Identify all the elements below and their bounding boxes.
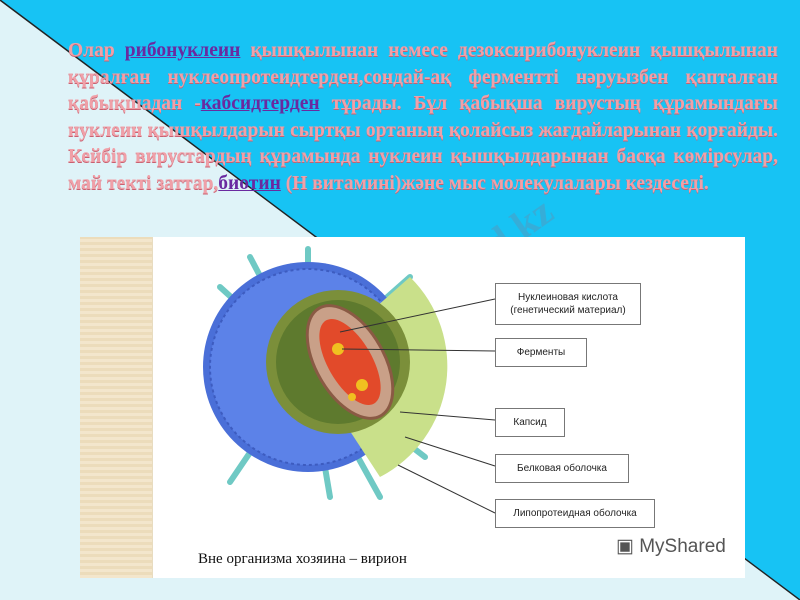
virus-diagram: Нуклеиновая кислота (генетический матери… (80, 237, 745, 578)
decorative-strip (80, 237, 152, 578)
virion-illustration (203, 246, 496, 514)
link-capsids[interactable]: кабсидтерден (200, 93, 320, 114)
link-biotin[interactable]: биотин (218, 172, 281, 194)
label-nucleic-acid: Нуклеиновая кислота (генетический матери… (495, 283, 641, 325)
label-enzymes: Ферменты (495, 338, 587, 367)
myshared-logo: ▣ MyShared (616, 536, 726, 557)
figure-caption: Вне организма хозяина – вирион (198, 551, 407, 567)
link-ribonuclein[interactable]: рибонуклеин (124, 40, 241, 61)
label-lipoprotein-shell: Липопротеидная оболочка (495, 499, 655, 528)
body-paragraph: Олар рибонуклеин қышқылынан немесе дезок… (68, 40, 778, 194)
label-protein-shell: Белковая оболочка (495, 454, 629, 483)
label-capsid: Капсид (495, 408, 565, 437)
presentation-icon: ▣ (616, 536, 634, 557)
